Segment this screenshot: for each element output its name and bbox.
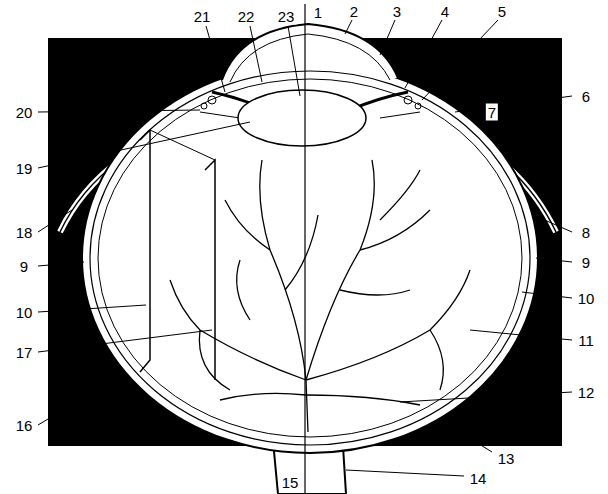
callout-number: 23	[276, 8, 297, 25]
callout-number: 13	[496, 450, 517, 467]
callout-number: 5	[496, 3, 508, 20]
callout-number: 4	[439, 3, 451, 20]
callout-number: 6	[580, 88, 592, 105]
callout-number: 15	[280, 474, 301, 491]
callout-number: 9	[580, 254, 592, 271]
callout-number: 8	[580, 224, 592, 241]
callout-number: 3	[391, 3, 403, 20]
callout-number: 9	[18, 258, 30, 275]
callout-number: 11	[576, 332, 596, 349]
callout-number: 16	[14, 417, 35, 434]
callout-number: 12	[576, 384, 597, 401]
callout-number: 19	[14, 160, 35, 177]
callout-number: 17	[14, 344, 35, 361]
callout-number: 10	[576, 290, 597, 307]
callout-number: 21	[192, 8, 213, 25]
callout-number: 22	[236, 8, 257, 25]
callout-number: 1	[312, 4, 324, 21]
callout-number: 14	[468, 470, 489, 487]
callout-number: 20	[14, 104, 35, 121]
callout-number: 10	[14, 304, 35, 321]
callout-number: 2	[348, 3, 360, 20]
callout-number: 7	[486, 104, 498, 121]
callout-number: 18	[14, 224, 35, 241]
